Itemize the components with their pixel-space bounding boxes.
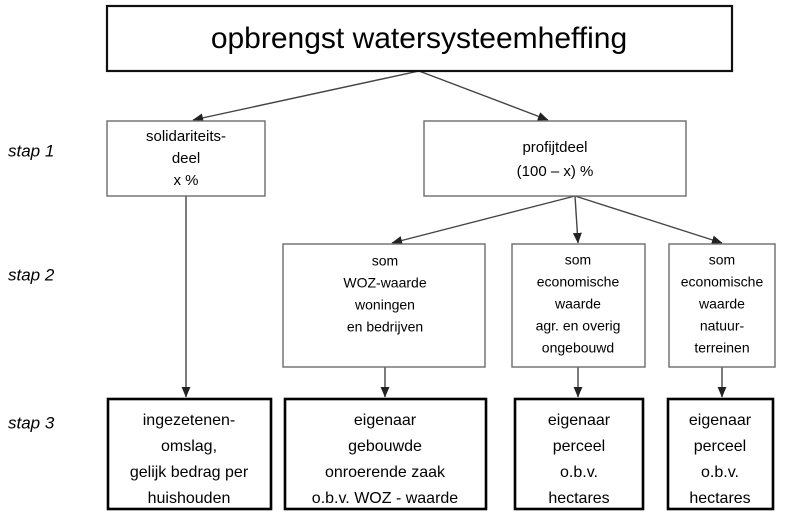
node-label-natuur-line-4: natuur- (700, 318, 745, 334)
node-label-ongebouwd-line-3: waarde (554, 296, 601, 312)
node-label-ingezetenen-line-3: gelijk bedrag per (130, 464, 249, 481)
step-label-stap-1: stap 1 (8, 141, 54, 160)
node-label-gebouwde-line-3: onroerende zaak (325, 464, 446, 481)
node-box-eigenaar-perceel-2 (666, 397, 775, 511)
node-label-gebouwde-line-4: o.b.v. WOZ - waarde (312, 490, 459, 507)
node-box-eigenaar-perceel-1 (513, 397, 645, 511)
node-label-solidariteitsdeel-line-2: deel (172, 150, 200, 167)
node-box-ingezetenenomslag (106, 397, 273, 511)
node-label-perceel2-line-2: perceel (694, 438, 746, 455)
node-som-economische-waarde-natuurterreinen[interactable]: som economische waarde natuur- terreinen (668, 243, 776, 368)
node-box-profijtdeel (423, 120, 687, 197)
node-label-solidariteitsdeel-line-1: solidariteits- (146, 128, 226, 145)
node-label-gebouwde-line-2: gebouwde (348, 438, 422, 455)
node-ingezetenenomslag[interactable]: ingezetenen- omslag, gelijk bedrag per h… (106, 397, 273, 511)
node-eigenaar-gebouwde-onroerende-zaak[interactable]: eigenaar gebouwde onroerende zaak o.b.v.… (283, 397, 488, 511)
connector-group (181, 70, 727, 398)
connector-title-to-profijtdeel (418, 70, 549, 121)
node-label-solidariteitsdeel-line-3: x % (173, 172, 198, 189)
node-label-natuur-line-2: economische (681, 274, 764, 290)
node-label-profijtdeel-line-1: profijtdeel (522, 139, 587, 156)
node-label-ongebouwd-line-5: ongebouwd (542, 340, 614, 356)
node-label-som-woz-line-4: en bedrijven (347, 319, 423, 335)
node-label-som-woz-line-2: WOZ-waarde (343, 275, 426, 291)
node-label-perceel1-line-1: eigenaar (548, 412, 611, 429)
node-box-title (105, 4, 734, 73)
node-label-perceel2-line-4: hectares (689, 490, 750, 507)
node-label-perceel1-line-3: o.b.v. (560, 464, 598, 481)
node-box-solidariteitsdeel (106, 120, 266, 197)
node-label-som-woz-line-3: woningen (354, 297, 415, 313)
node-box-som-economische-natuur (668, 243, 776, 368)
node-eigenaar-perceel-hectares-1[interactable]: eigenaar perceel o.b.v. hectares (513, 397, 645, 511)
connector-profijtdeel-to-som-natuur (574, 195, 723, 245)
node-eigenaar-perceel-hectares-2[interactable]: eigenaar perceel o.b.v. hectares (666, 397, 775, 511)
connector-profijtdeel-to-som-ongebouwd (572, 195, 582, 244)
node-som-woz-waarde[interactable]: som WOZ-waarde woningen en bedrijven (282, 243, 486, 368)
connector-profijtdeel-to-som-woz (391, 195, 576, 245)
node-box-eigenaar-gebouwde (283, 397, 488, 511)
node-label-gebouwde-line-1: eigenaar (354, 412, 417, 429)
node-label-natuur-line-5: terreinen (694, 340, 749, 356)
node-label-ongebouwd-line-1: som (565, 252, 591, 268)
node-label-natuur-line-1: som (709, 252, 735, 268)
node-label-perceel1-line-4: hectares (548, 490, 609, 507)
node-label-som-woz-line-1: som (372, 253, 398, 269)
node-label-ongebouwd-line-4: agr. en overig (536, 318, 621, 334)
connector-title-to-solidariteitsdeel (192, 70, 420, 123)
node-title-label: opbrengst watersysteemheffing (211, 22, 627, 55)
node-label-profijtdeel-line-2: (100 – x) % (517, 163, 594, 180)
node-label-ingezetenen-line-4: huishouden (148, 490, 231, 507)
step-label-stap-2: stap 2 (8, 265, 55, 284)
node-box-som-woz-waarde (282, 243, 486, 368)
step-label-stap-3: stap 3 (8, 413, 55, 432)
node-label-perceel1-line-2: perceel (553, 438, 605, 455)
node-label-ongebouwd-line-2: economische (537, 274, 620, 290)
node-label-ingezetenen-line-2: omslag, (161, 438, 217, 455)
node-opbrengst-watersysteemheffing[interactable]: opbrengst watersysteemheffing (105, 4, 734, 73)
node-profijtdeel[interactable]: profijtdeel (100 – x) % (423, 120, 687, 197)
node-som-economische-waarde-ongebouwd[interactable]: som economische waarde agr. en overig on… (511, 243, 646, 368)
node-label-natuur-line-3: waarde (698, 296, 745, 312)
node-label-perceel2-line-1: eigenaar (689, 412, 752, 429)
node-label-perceel2-line-3: o.b.v. (701, 464, 739, 481)
node-solidariteitsdeel[interactable]: solidariteits- deel x % (106, 120, 266, 197)
node-label-ingezetenen-line-1: ingezetenen- (143, 412, 236, 429)
node-box-som-economische-ongebouwd (511, 243, 646, 368)
